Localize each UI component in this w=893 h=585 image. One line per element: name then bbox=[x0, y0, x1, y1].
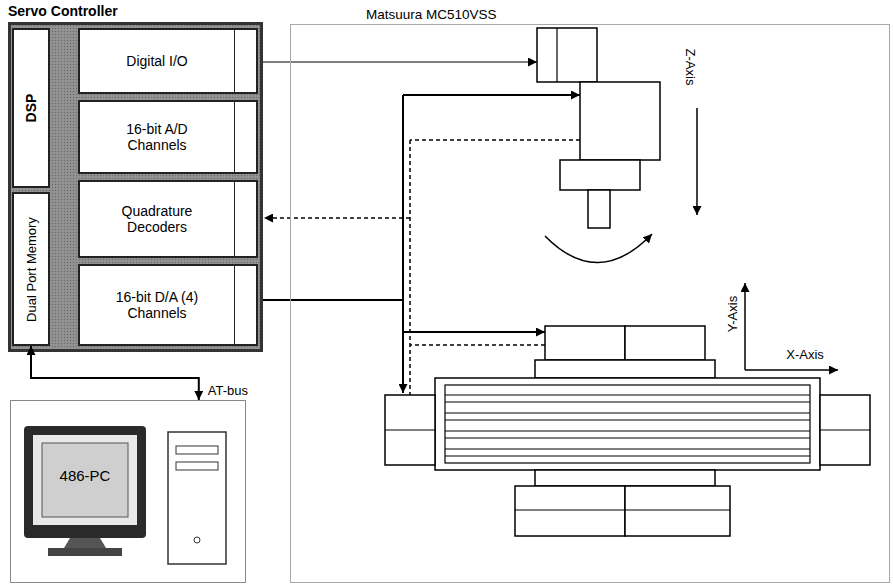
io-module-text: Digital I/O bbox=[126, 53, 187, 69]
drive-wire bbox=[263, 299, 403, 301]
io-module-text: Quadrature Decoders bbox=[115, 203, 199, 235]
machine-base bbox=[435, 378, 820, 470]
drive-bay bbox=[176, 446, 218, 454]
io-module-text: 16-bit D/A (4) Channels bbox=[115, 289, 199, 321]
base-foot-line bbox=[515, 509, 730, 510]
bus-connector bbox=[31, 346, 199, 400]
carriage bbox=[535, 360, 715, 378]
dsp-block: DSP bbox=[12, 28, 50, 188]
axis-motor bbox=[385, 395, 435, 465]
bus-label: AT-bus bbox=[206, 383, 250, 399]
controller-housing-text: Servo Controller bbox=[8, 3, 118, 19]
axis-label: Z-Axis bbox=[682, 47, 698, 88]
rotation-arrow bbox=[545, 234, 652, 263]
encoder-wire bbox=[410, 139, 580, 141]
table bbox=[545, 326, 625, 360]
axis-label: Y-Axis bbox=[725, 294, 741, 334]
encoder-wire bbox=[409, 140, 411, 395]
machine-frame-text: Matsuura MC510VSS bbox=[366, 7, 497, 22]
port-strip bbox=[234, 266, 256, 344]
port-strip bbox=[234, 102, 256, 172]
base-foot bbox=[515, 486, 625, 536]
monitor-screen bbox=[42, 443, 128, 517]
encoder-wire bbox=[410, 344, 545, 346]
axis-motor-line bbox=[820, 429, 870, 430]
io-module: Quadrature Decoders bbox=[78, 180, 258, 258]
monitor-frame bbox=[33, 435, 137, 525]
spindle-motor-line bbox=[556, 28, 557, 82]
memory-block: Dual Port Memory bbox=[12, 192, 50, 346]
pc-frame: 486-PC bbox=[10, 400, 246, 583]
table bbox=[625, 326, 705, 360]
drive-wire bbox=[402, 95, 404, 393]
spindle-head bbox=[580, 82, 660, 160]
drive-bay bbox=[176, 462, 218, 470]
base-saddle bbox=[535, 470, 715, 486]
monitor-foot bbox=[48, 548, 122, 556]
port-strip bbox=[234, 182, 256, 256]
axis-label: X-Axis bbox=[784, 347, 826, 363]
axis-arrow bbox=[745, 369, 838, 371]
pc-frame-text: 486-PC bbox=[43, 467, 127, 484]
axis-motor-line bbox=[385, 429, 435, 430]
io-module: 16-bit A/D Channels bbox=[78, 100, 258, 174]
controller-fill bbox=[10, 24, 262, 351]
io-module: Digital I/O bbox=[78, 28, 258, 94]
port-strip bbox=[234, 30, 256, 92]
axis-arrow bbox=[696, 108, 698, 215]
base-foot bbox=[625, 486, 730, 536]
io-module: 16-bit D/A (4) Channels bbox=[78, 264, 258, 346]
controller-housing: DSP Dual Port Memory Digital I/O 16-bit A/D… bbox=[8, 22, 263, 352]
encoder-wire bbox=[264, 217, 410, 219]
spindle-motor bbox=[537, 28, 597, 82]
power-button bbox=[194, 537, 200, 543]
guide-rails bbox=[445, 395, 810, 456]
drive-wire bbox=[403, 331, 545, 333]
machine-frame: Matsuura MC510VSS bbox=[290, 24, 890, 583]
monitor-stand bbox=[64, 538, 106, 548]
digital-wire bbox=[263, 61, 537, 62]
spindle-nose bbox=[560, 160, 640, 190]
axis-arrow bbox=[744, 283, 746, 370]
pc-tower bbox=[168, 432, 226, 564]
memory-block-text: Dual Port Memory bbox=[24, 217, 39, 322]
tool bbox=[588, 190, 610, 228]
io-module-text: 16-bit A/D Channels bbox=[115, 121, 199, 153]
axis-motor bbox=[820, 395, 870, 465]
dsp-block-text: DSP bbox=[23, 94, 39, 123]
drive-wire bbox=[403, 94, 580, 96]
monitor-bezel bbox=[24, 426, 146, 538]
base-ways bbox=[445, 385, 810, 463]
